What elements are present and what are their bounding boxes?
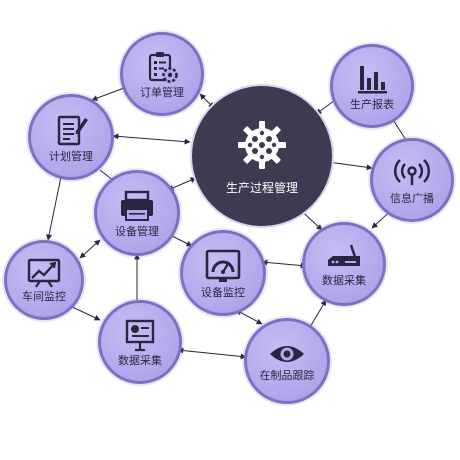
node-label: 车间监控 bbox=[22, 289, 66, 303]
gauge-monitor-icon bbox=[205, 249, 241, 282]
link-plan-workshop bbox=[46, 171, 63, 241]
bar-chart-icon bbox=[358, 65, 387, 93]
link-equipmgmt-workshop bbox=[79, 239, 101, 259]
node-equipment-monitoring[interactable]: 设备监控 bbox=[180, 230, 266, 316]
broadcast-icon bbox=[394, 158, 430, 185]
node-plan-management[interactable]: 计划管理 bbox=[28, 94, 114, 180]
node-production-process[interactable]: 生产过程管理 bbox=[192, 86, 332, 226]
link-equipmgmt-equipmon bbox=[171, 235, 193, 247]
link-datacolr-equipmon bbox=[261, 259, 307, 269]
node-production-report[interactable]: 生产报表 bbox=[330, 44, 414, 128]
eye-icon bbox=[270, 345, 304, 362]
node-label: 生产报表 bbox=[350, 97, 394, 111]
presentation-board-icon bbox=[125, 319, 155, 351]
node-label: 信息广播 bbox=[390, 191, 434, 205]
node-label: 设备管理 bbox=[115, 224, 159, 238]
node-label: 在制品跟踪 bbox=[259, 368, 315, 382]
node-data-collection-right[interactable]: 数据采集 bbox=[302, 222, 386, 306]
node-label: 数据采集 bbox=[118, 353, 162, 367]
node-label: 订单管理 bbox=[140, 85, 184, 99]
gear-cluster-icon bbox=[238, 121, 286, 169]
link-plan-center bbox=[112, 133, 191, 145]
clipboard-gear-icon bbox=[148, 51, 178, 83]
node-info-broadcast[interactable]: 信息广播 bbox=[370, 138, 454, 222]
link-broadcast-center bbox=[327, 159, 373, 171]
link-datacoll-wip bbox=[177, 347, 247, 360]
node-label: 生产过程管理 bbox=[225, 181, 298, 195]
node-label: 数据采集 bbox=[322, 273, 366, 287]
node-workshop-monitoring[interactable]: 车间监控 bbox=[4, 240, 84, 320]
router-icon bbox=[328, 244, 360, 266]
node-label: 计划管理 bbox=[49, 149, 93, 163]
printer-icon bbox=[121, 190, 153, 221]
node-order-management[interactable]: 订单管理 bbox=[120, 32, 204, 116]
node-data-collection-left[interactable]: 数据采集 bbox=[98, 300, 182, 384]
node-label: 设备监控 bbox=[201, 285, 245, 299]
node-wip-tracking[interactable]: 在制品跟踪 bbox=[244, 318, 330, 404]
node-equipment-management[interactable]: 设备管理 bbox=[94, 170, 180, 256]
link-order-plan bbox=[91, 87, 125, 101]
trend-monitor-icon bbox=[27, 258, 61, 288]
document-pencil-icon bbox=[57, 115, 88, 145]
